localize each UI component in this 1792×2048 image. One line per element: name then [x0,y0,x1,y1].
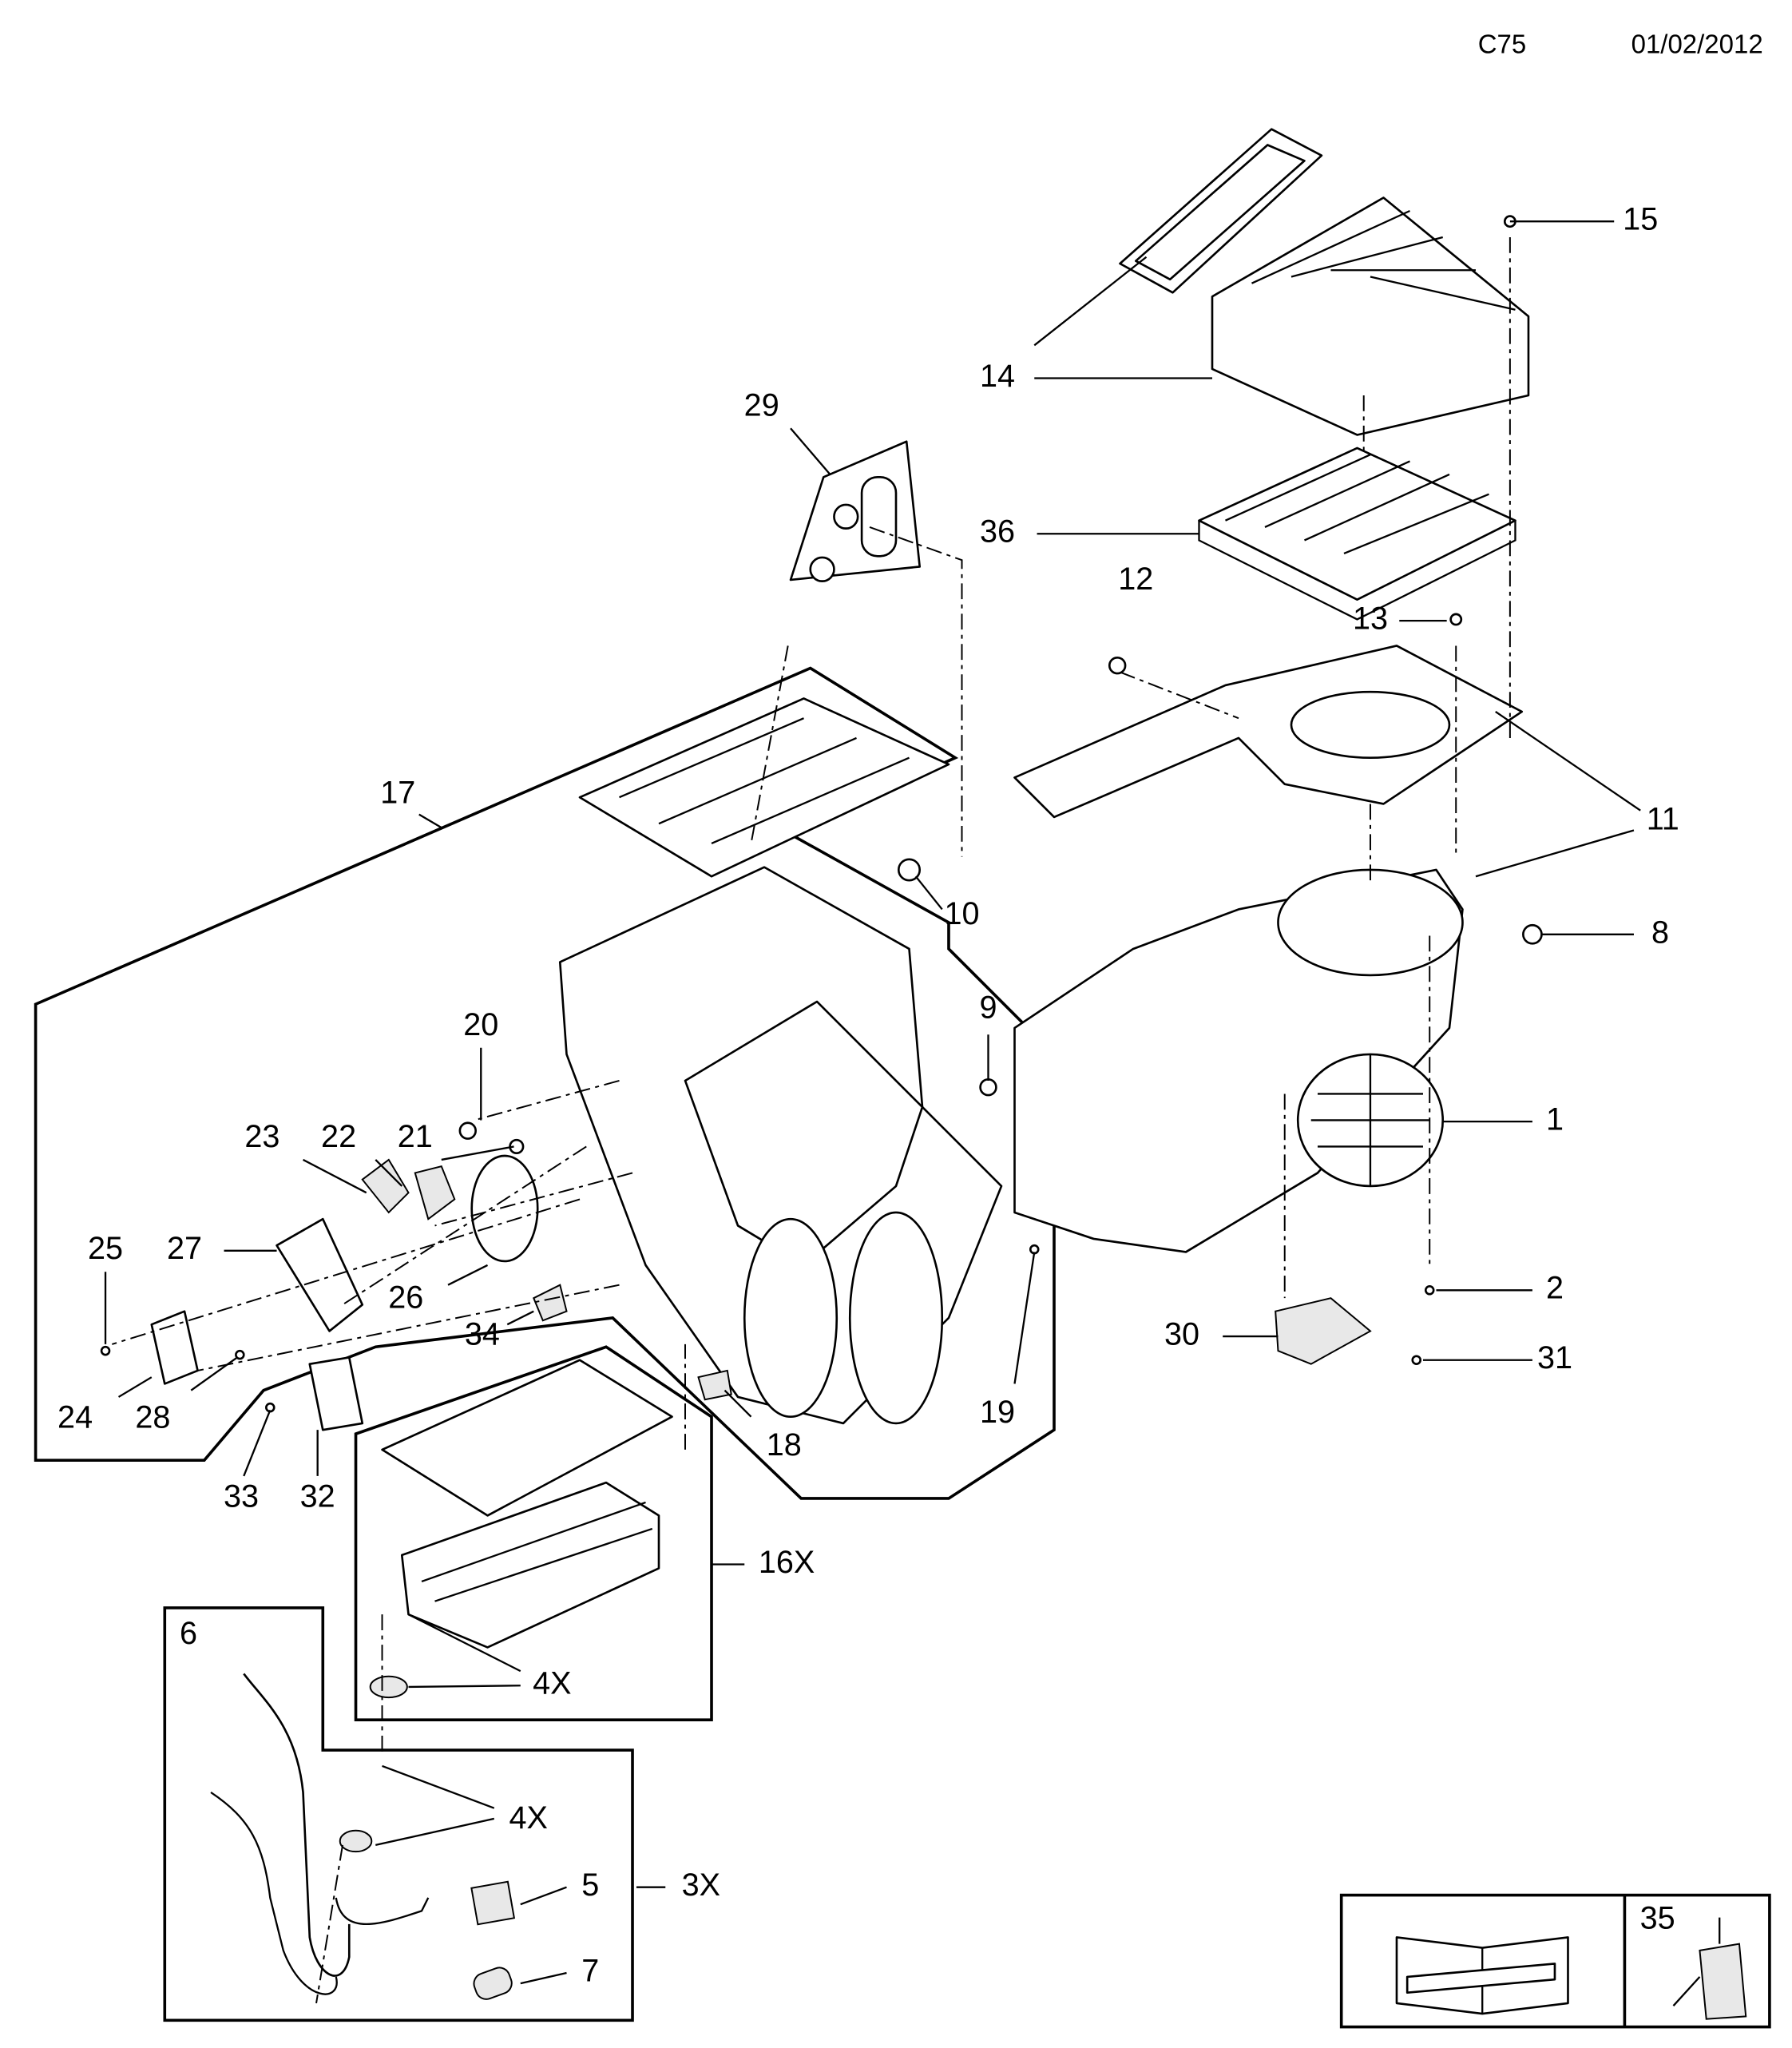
callout-19: 19 [980,1395,1015,1430]
callout-23: 23 [244,1119,280,1154]
resistor-30 [1275,1297,1372,1365]
callout-27: 27 [167,1231,202,1266]
callout-26: 26 [388,1280,423,1315]
heater-case-17 [558,866,1003,1425]
pollen-filter-36 [1198,447,1516,621]
filter-frame-17 [578,697,950,878]
callout-7: 7 [581,1953,599,1988]
callout-6: 6 [180,1616,197,1651]
callout-9: 9 [979,990,997,1025]
heater-core-16x [369,1359,673,1699]
callout-13: 13 [1353,601,1388,637]
callout-11: 11 [1647,801,1679,836]
callout-8: 8 [1651,915,1669,950]
callout-5: 5 [581,1867,599,1903]
gasket-29 [789,440,922,582]
callout-24: 24 [57,1399,93,1435]
callout-25: 25 [88,1231,123,1266]
callout-4x: 4X [509,1800,547,1836]
callout-10: 10 [944,896,979,931]
callout-20: 20 [463,1007,498,1042]
heater-pipes-3x [210,1673,516,2000]
legend-item-number: 35 [1640,1900,1675,1935]
callout-32: 32 [300,1478,335,1514]
adhesive-bottle-icon [1672,1917,1747,2020]
callout-30: 30 [1164,1316,1199,1351]
callout-18: 18 [767,1427,802,1463]
actuator-parts [150,1154,732,1431]
group-3x-outline [163,1606,634,2022]
callout-31: 31 [1537,1340,1572,1375]
legend-box: 35 [1339,1893,1771,2029]
dashed-assembly-lines [111,236,1511,2004]
blower-housing-11 [1013,645,1524,1253]
callout-1: 1 [1546,1102,1564,1137]
callout-15: 15 [1623,202,1658,237]
callout-14: 14 [980,359,1015,394]
callout-12: 12 [1118,562,1153,597]
air-inlet-housing-14 [1211,196,1530,436]
callout-4x: 4X [533,1666,571,1701]
callout-29: 29 [744,387,779,423]
group-16x-outline [354,1345,713,1721]
manual-book-wrench-icon [1395,1936,1569,2015]
callout-36: 36 [980,514,1015,550]
air-inlet-seal-14 [1119,128,1323,294]
callout-28: 28 [135,1399,170,1435]
callout-16x: 16X [759,1545,815,1580]
diagram-code: C75 [1478,29,1527,58]
callout-34: 34 [465,1316,500,1351]
callout-2: 2 [1546,1271,1564,1306]
diagram-date: 01/02/2012 [1631,29,1763,58]
leader-lines [104,220,1641,1985]
callout-3x: 3X [682,1867,720,1903]
callout-17: 17 [380,775,415,810]
callout-33: 33 [224,1478,259,1514]
callout-21: 21 [398,1119,433,1154]
blower-motor-1 [1296,1053,1445,1188]
callout-labels: 15 14 29 36 12 13 17 11 10 8 20 9 1 23 22 21 25 27 26 2 34 30… [57,202,1679,1989]
callout-22: 22 [321,1119,356,1154]
